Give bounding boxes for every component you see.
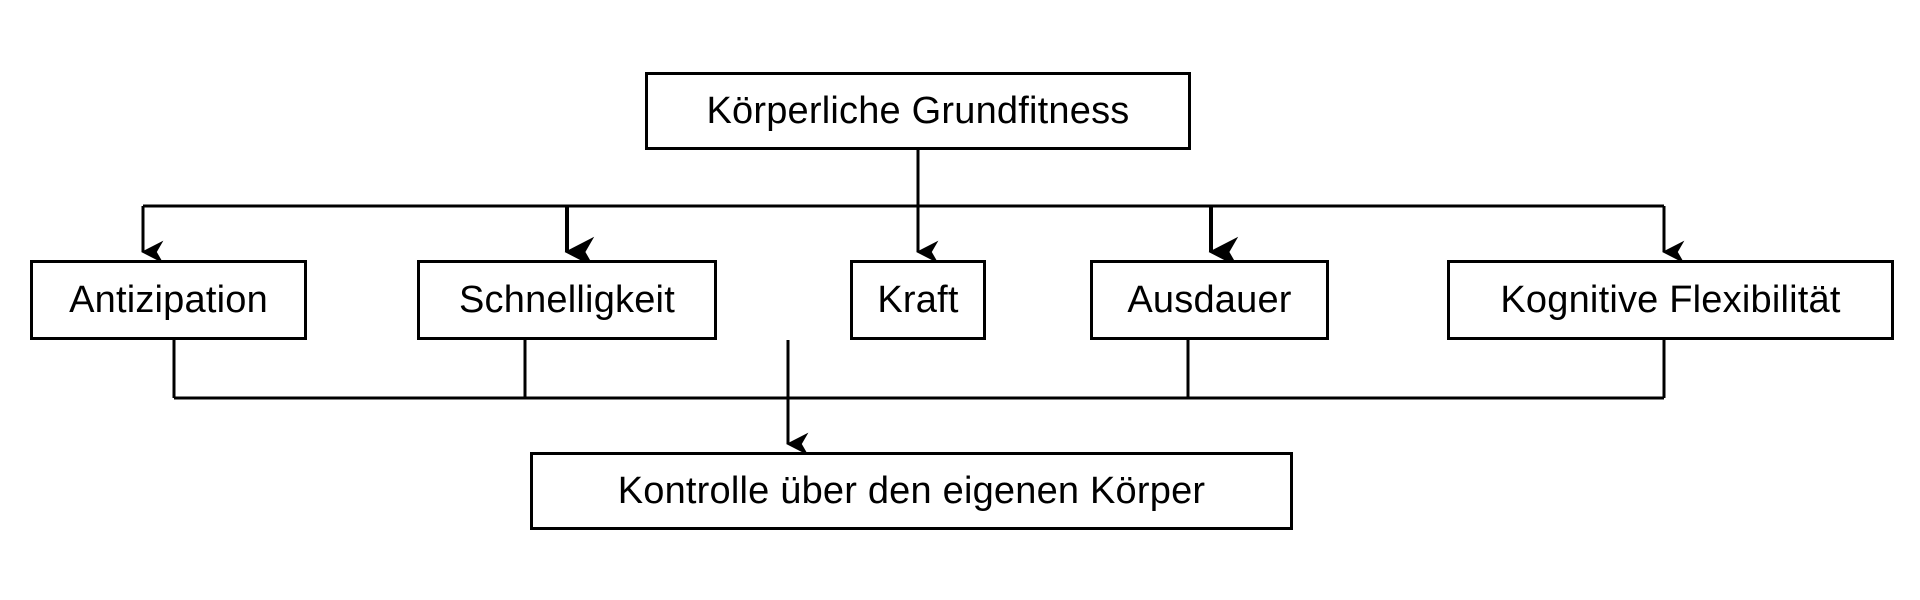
node-kontrolle-ueber-den-eigenen-koerper[interactable]: Kontrolle über den eigenen Körper: [530, 452, 1293, 530]
node-schnelligkeit[interactable]: Schnelligkeit: [417, 260, 717, 340]
node-label: Antizipation: [69, 279, 268, 321]
node-label: Kraft: [877, 279, 959, 321]
node-label: Ausdauer: [1127, 279, 1292, 321]
node-label: Schnelligkeit: [459, 279, 675, 321]
node-ausdauer[interactable]: Ausdauer: [1090, 260, 1329, 340]
node-kognitive-flexibilitaet[interactable]: Kognitive Flexibilität: [1447, 260, 1894, 340]
node-label: Kognitive Flexibilität: [1500, 279, 1841, 321]
node-koerperliche-grundfitness[interactable]: Körperliche Grundfitness: [645, 72, 1191, 150]
node-antizipation[interactable]: Antizipation: [30, 260, 307, 340]
node-label: Kontrolle über den eigenen Körper: [617, 470, 1206, 512]
node-label: Körperliche Grundfitness: [706, 90, 1130, 132]
node-kraft[interactable]: Kraft: [850, 260, 986, 340]
